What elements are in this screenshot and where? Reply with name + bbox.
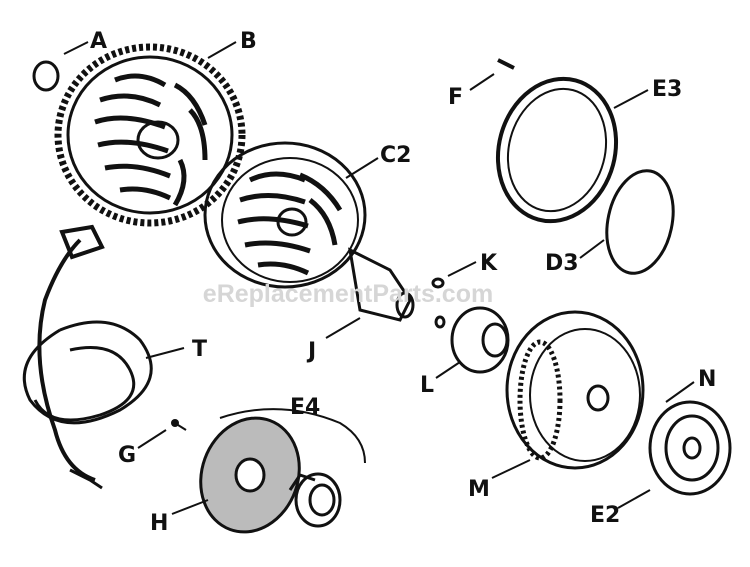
part-g-screw <box>171 419 187 431</box>
label-d3: D3 <box>545 251 579 276</box>
label-j: J <box>306 339 316 364</box>
leader-lines <box>63 41 695 515</box>
part-m-drum <box>505 310 645 470</box>
label-e2: E2 <box>590 503 620 528</box>
label-m: M <box>468 477 490 502</box>
part-l-hub <box>450 306 510 374</box>
label-b: B <box>240 29 257 54</box>
label-e3: E3 <box>652 77 682 102</box>
label-t: T <box>192 337 207 362</box>
part-c2-fan <box>203 141 367 289</box>
label-a: A <box>90 29 107 54</box>
part-d3-gasket <box>605 169 675 275</box>
part-t-wire <box>22 224 153 490</box>
label-n: N <box>698 367 716 392</box>
part-h-disc <box>199 416 301 534</box>
part-e2-cup <box>648 400 732 496</box>
label-k: K <box>480 251 498 276</box>
part-a-ring <box>32 60 60 92</box>
label-f: F <box>448 85 463 110</box>
part-f-pin <box>497 58 515 70</box>
label-c2: C2 <box>380 143 411 168</box>
part-b-flywheel <box>54 43 246 227</box>
label-l: L <box>420 373 434 398</box>
part-e4-bearing <box>219 408 366 528</box>
part-labels: A B C2 F E3 D3 K J L T G E4 H M N E2 <box>90 29 716 536</box>
label-g: G <box>118 443 136 468</box>
watermark-text: eReplacementParts.com <box>203 280 493 308</box>
part-k-pin <box>431 277 446 329</box>
label-h: H <box>150 511 168 536</box>
part-e3-ring <box>495 76 619 224</box>
part-j-shaft <box>348 247 415 322</box>
label-e4: E4 <box>290 395 320 420</box>
